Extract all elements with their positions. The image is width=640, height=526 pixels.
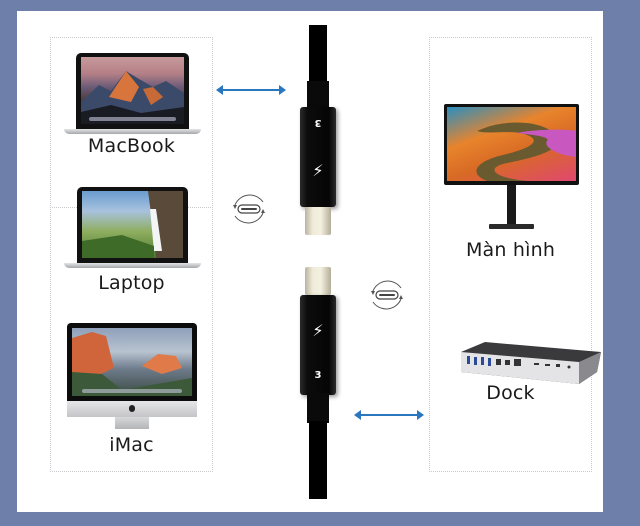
monitor-icon <box>444 104 579 234</box>
bidirectional-arrow-bottom <box>354 410 424 420</box>
target-devices-group <box>429 37 592 472</box>
connector-top: 3 ⚡ <box>300 107 336 207</box>
usb-c-plug-bottom <box>305 267 331 295</box>
imac-icon <box>67 323 197 431</box>
macbook-label: MacBook <box>87 135 176 157</box>
laptop-icon <box>64 187 201 268</box>
usb-c-reversible-icon <box>233 194 265 224</box>
source-devices-group-border <box>50 37 213 472</box>
dock-label: Dock <box>486 382 535 404</box>
dock-icon <box>459 342 601 384</box>
usb-c-plug-top <box>305 207 331 235</box>
usb-c-reversible-icon <box>371 280 403 310</box>
imac-label: iMac <box>109 434 154 456</box>
bidirectional-arrow-top <box>216 85 286 95</box>
connector-bottom: ⚡ 3 <box>300 295 336 395</box>
laptop-label: Laptop <box>98 272 165 294</box>
thunderbolt-bolt-icon: ⚡ <box>312 321 324 340</box>
macbook-icon <box>64 53 201 134</box>
thunderbolt-bolt-icon: ⚡ <box>312 161 324 180</box>
thunderbolt-3-number: 3 <box>314 370 322 381</box>
thunderbolt-3-number: 3 <box>314 117 322 128</box>
diagram-canvas: MacBook Laptop <box>17 11 603 512</box>
monitor-label: Màn hình <box>465 239 556 261</box>
